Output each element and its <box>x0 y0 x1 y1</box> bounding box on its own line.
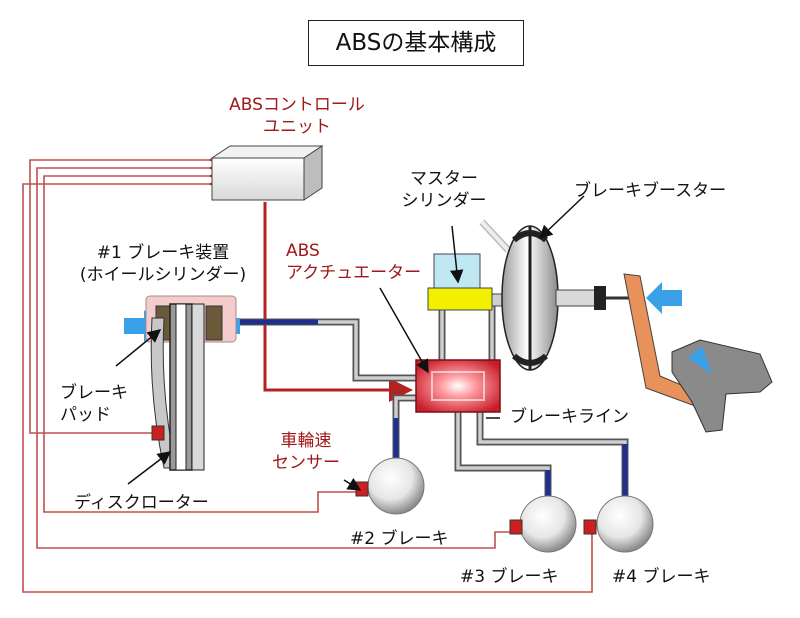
title-box: ABSの基本構成 <box>308 20 524 66</box>
driver-foot <box>671 339 773 433</box>
abs-control-unit <box>210 145 324 201</box>
master-cylinder <box>427 219 511 311</box>
abs-actuator <box>415 359 501 413</box>
wheel-brake-4 <box>583 495 654 553</box>
disc-rotor <box>150 303 205 471</box>
label-brake-line: ブレーキライン <box>510 407 629 427</box>
sensor-signal-wires <box>22 153 593 593</box>
label-brake-2: #2 ブレーキ <box>350 529 449 549</box>
control-wire <box>263 202 413 402</box>
label-brake-pad: ブレーキ パッド <box>60 383 128 425</box>
wheel-brake-3 <box>509 495 577 553</box>
brake-booster <box>501 225 634 371</box>
page-title: ABSの基本構成 <box>335 30 497 56</box>
label-disc-rotor: ディスクローター <box>74 493 209 513</box>
label-brake-3: #3 ブレーキ <box>460 567 559 587</box>
label-master-cylinder: マスター シリンダー <box>401 169 487 211</box>
label-wheel-speed-sensor: 車輪速 センサー <box>272 431 340 473</box>
label-brake-booster: ブレーキブースター <box>574 181 727 201</box>
leader-lines <box>115 195 585 491</box>
wheel-brake-2 <box>355 457 425 515</box>
label-brake-4: #4 ブレーキ <box>612 567 711 587</box>
label-brake-device: #1 ブレーキ装置 (ホイールシリンダー) <box>79 243 247 285</box>
label-abs-actuator: ABS アクチュエーター <box>286 241 422 283</box>
label-abs-control-unit: ABSコントロール ユニット <box>229 95 365 137</box>
